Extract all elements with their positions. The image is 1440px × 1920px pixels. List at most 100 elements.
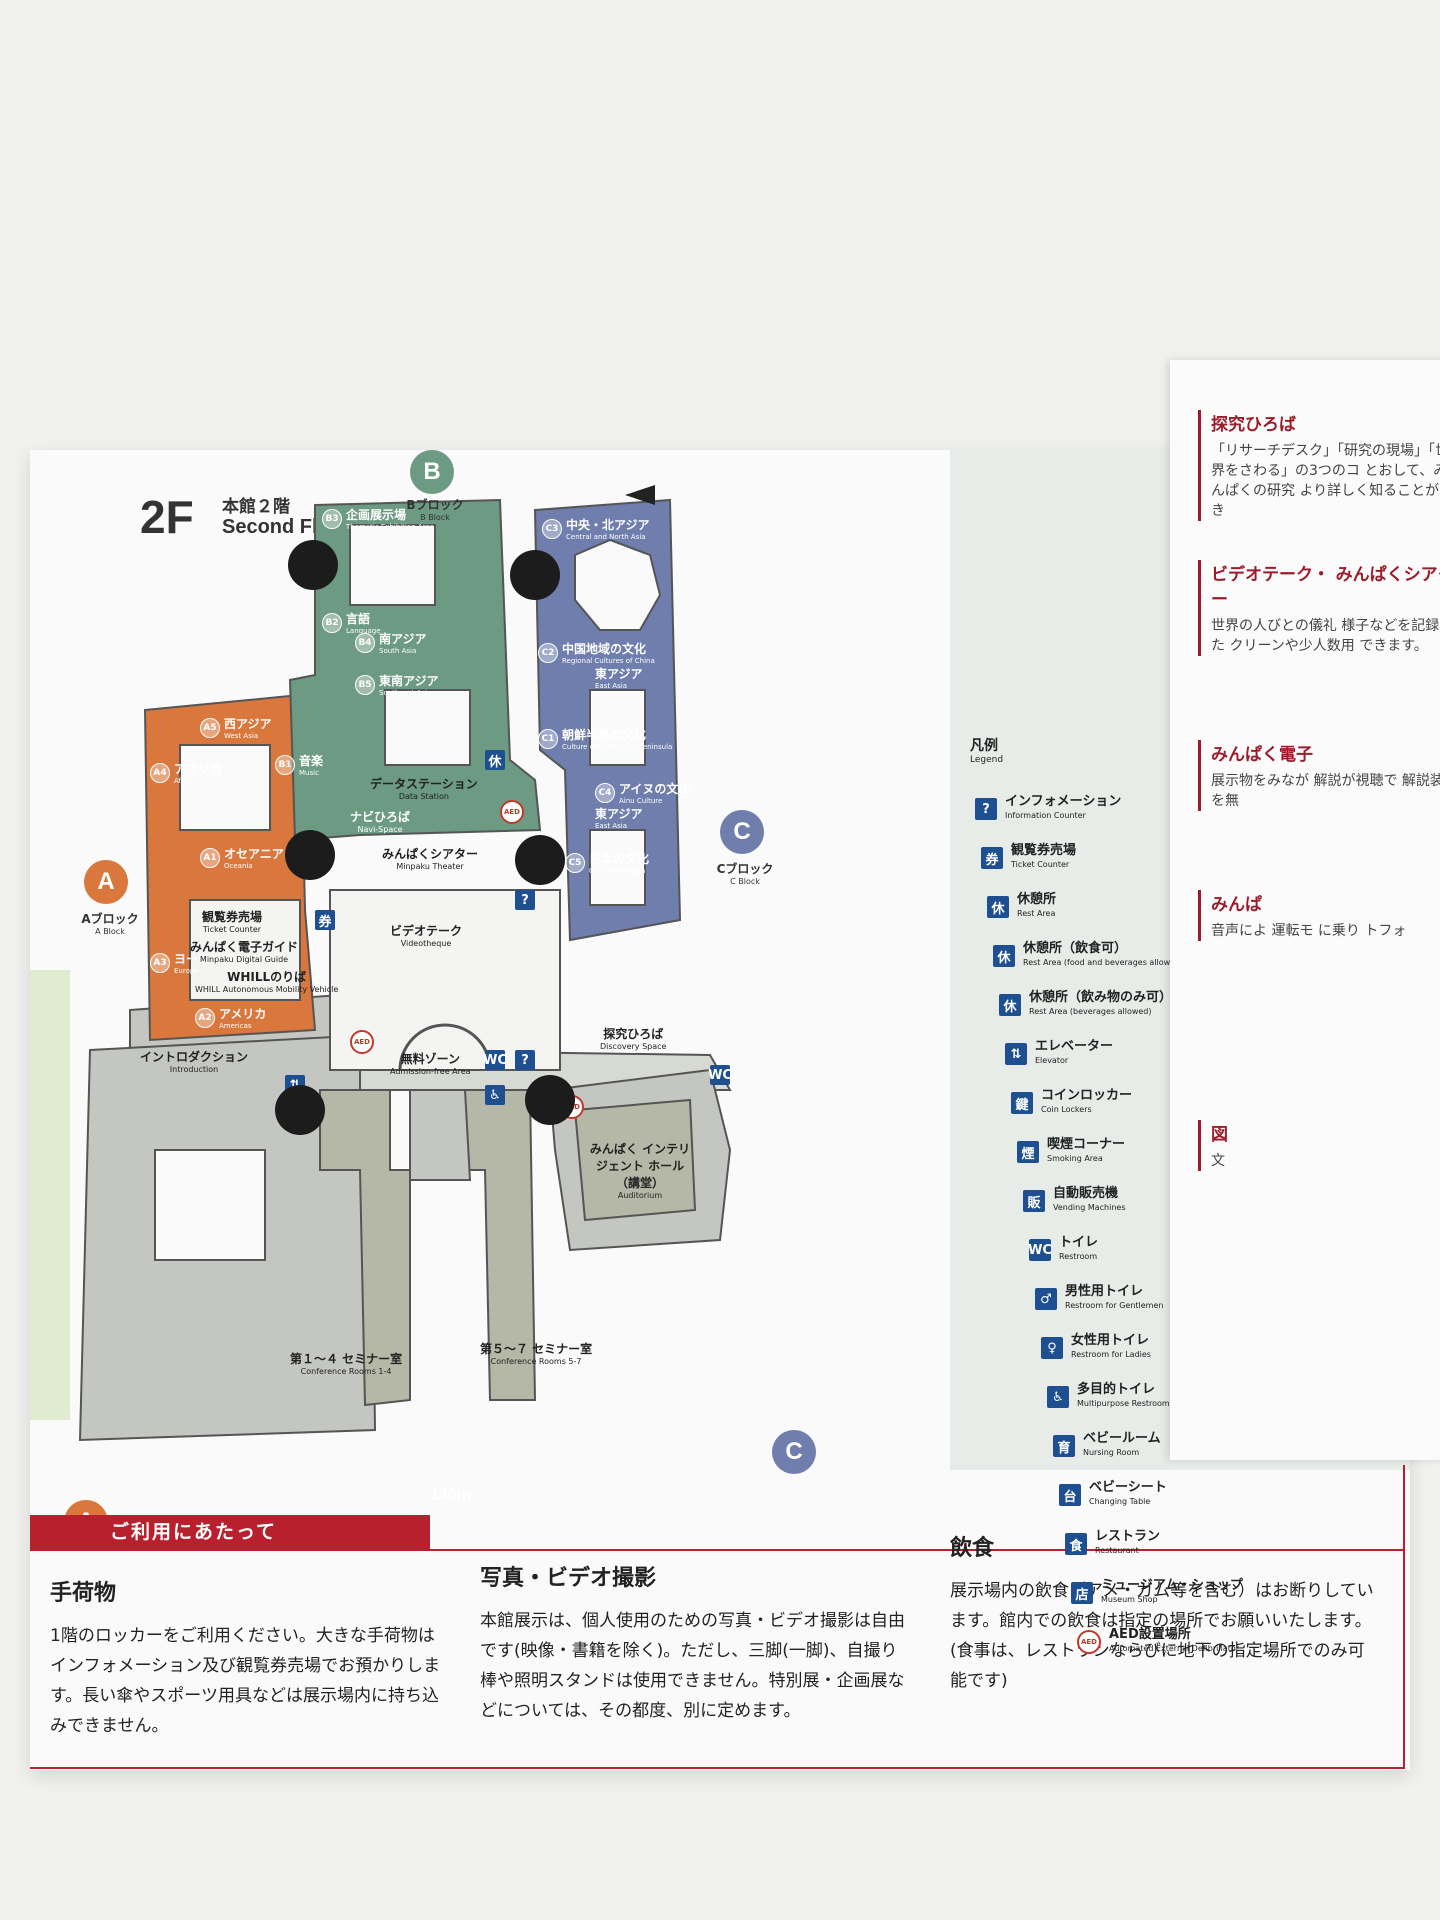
aed-icon: AED: [350, 1030, 374, 1054]
note-baggage-body: 1階のロッカーをご利用ください。大きな手荷物はインフォメーション及び観覧券売場で…: [50, 1626, 441, 1736]
legend-text-ja: トイレ: [1059, 1235, 1099, 1250]
legend-text-ja: エレベーター: [1035, 1039, 1114, 1054]
center-lower-block: [409, 1089, 472, 1181]
legend-icon: AED: [1077, 1630, 1101, 1654]
floor-plan: [78, 485, 732, 1442]
right-item-whill: みんぱ音声によ 運転モ に乗り トフォ: [1198, 890, 1440, 941]
auditorium-inner: [573, 1098, 697, 1222]
block-b-badge: B: [410, 450, 454, 494]
legend-item: 休休憩所（飲食可）Rest Area (food and beverages a…: [993, 942, 1183, 970]
binder-hole: [288, 540, 338, 590]
binder-hole: [285, 830, 335, 880]
legend-icon: 鍵: [1011, 1092, 1033, 1114]
right-item-title: 図: [1211, 1125, 1228, 1145]
binder-hole: [525, 1075, 575, 1125]
legend-text-en: Rest Area (food and beverages allowed): [1023, 958, 1184, 967]
legend-text-ja: ベビールーム: [1083, 1431, 1161, 1446]
right-item-title: みんぱく電子: [1211, 745, 1313, 765]
legend-text-en: Changing Table: [1089, 1497, 1151, 1506]
legend-text-en: Vending Machines: [1053, 1203, 1126, 1212]
right-item-body: 文: [1211, 1153, 1225, 1169]
legend-icon: 休: [987, 896, 1009, 918]
floor-code: 2F: [140, 491, 194, 543]
legend-text-en: Restaurant: [1095, 1546, 1139, 1555]
legend-item: 休休憩所（飲み物のみ可）Rest Area (beverages allowed…: [999, 991, 1172, 1019]
legend-icon: WC: [1028, 1239, 1052, 1261]
legend-text-en: Rest Area (beverages allowed): [1029, 1007, 1152, 1016]
binder-hole: [275, 1085, 325, 1135]
rest-area-icon: 休: [485, 750, 505, 770]
c-block-inner-low: [589, 829, 646, 906]
note-photo: 写真・ビデオ撮影 本館展示は、個人使用のための写真・ビデオ撮影は自由です(映像・…: [480, 1560, 910, 1726]
legend-icon: ♿: [1047, 1386, 1069, 1408]
legend-text: 自動販売機 Vending Machines: [1053, 1187, 1126, 1215]
legend-text-ja: AED設置場所: [1109, 1627, 1191, 1642]
legend-text-ja: 多目的トイレ: [1077, 1382, 1156, 1397]
legend-text-ja: インフォメーション: [1005, 794, 1122, 809]
legend-text-ja: ミュージアム・ショップ: [1101, 1578, 1243, 1593]
legend-icon: ⇅: [1005, 1043, 1027, 1065]
note-baggage-title: 手荷物: [50, 1581, 117, 1606]
legend-icon: ?: [975, 798, 997, 820]
conf-rooms-1-4-shape: [319, 1089, 411, 1407]
floor-title-ja: 本館２階: [222, 497, 290, 517]
ticket-icon: 券: [315, 910, 335, 930]
legend-text-ja: 男性用トイレ: [1065, 1284, 1144, 1299]
legend-icon: ♂: [1035, 1288, 1057, 1310]
right-item-videotheque: ビデオテーク・ みんぱくシアター世界の人びとの儀礼 様子などを記録した クリーン…: [1198, 560, 1440, 656]
label-auditorium: みんぱく インテリジェント ホール（講堂）Auditorium: [589, 1142, 691, 1200]
info-icon: ?: [515, 890, 535, 910]
restroom-icon: WC: [483, 1050, 507, 1070]
notes-frame-bottom: [30, 1767, 1405, 1769]
legend-text: 休憩所（飲み物のみ可）Rest Area (beverages allowed): [1029, 991, 1172, 1019]
legend-text-ja: 自動販売機: [1053, 1186, 1119, 1201]
legend-icon: 券: [981, 847, 1003, 869]
legend-text-en: Rest Area: [1017, 909, 1056, 918]
legend-icon: ♀: [1041, 1337, 1063, 1359]
legend-text-en: Nursing Room: [1083, 1448, 1140, 1457]
note-food: 飲食 展示場内の飲食（アメ・ガム等を含む）はお断りしています。館内での飲食は指定…: [950, 1530, 1380, 1696]
b-block-inner-top: [349, 524, 436, 606]
note-photo-title: 写真・ビデオ撮影: [480, 1566, 657, 1591]
legend-text: 休憩所（飲食可）Rest Area (food and beverages al…: [1023, 942, 1183, 970]
binder-hole: [515, 835, 565, 885]
a-block-inner: [179, 744, 271, 831]
legend-text-en: Automated External Defibrillator: [1109, 1644, 1240, 1653]
right-item-library: 図文: [1198, 1120, 1440, 1171]
legend-icon: 食: [1065, 1533, 1087, 1555]
